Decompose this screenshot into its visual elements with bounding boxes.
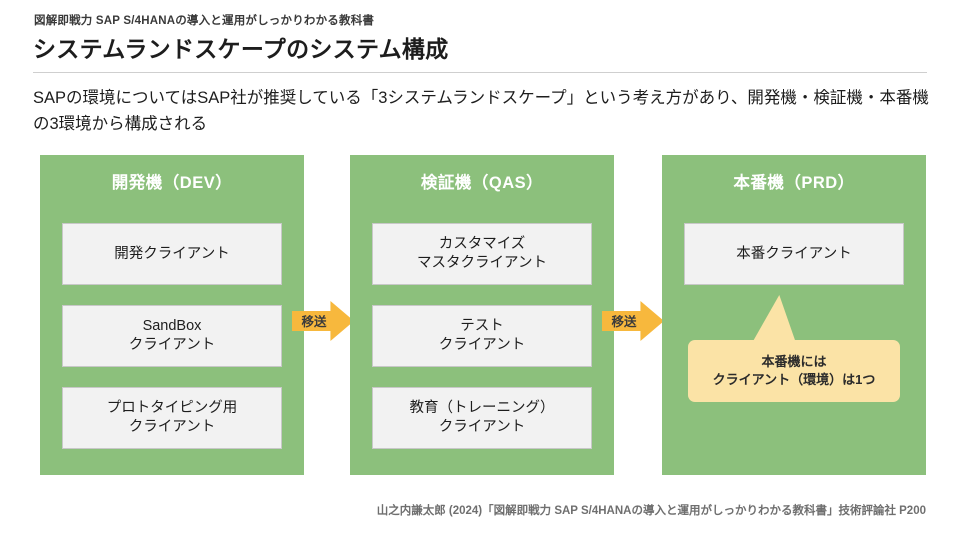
environment-qas: 検証機（QAS） カスタマイズ マスタクライアント テスト クライアント 教育（… [350, 155, 614, 475]
lead-paragraph: SAPの環境についてはSAP社が推奨している「3システムランドスケープ」という考… [33, 89, 929, 133]
client-box-qas-3: 教育（トレーニング） クライアント [372, 387, 592, 449]
client-box-dev-1: 開発クライアント [62, 223, 282, 285]
callout-note: 本番機には クライアント（環境）は1つ [688, 340, 900, 402]
transport-arrow-1-label: 移送 [301, 315, 327, 329]
page-title: システムランドスケープのシステム構成 [33, 36, 449, 62]
client-box-qas-3-label: 教育（トレーニング） クライアント [409, 400, 555, 435]
environment-dev-title: 開発機（DEV） [111, 174, 233, 192]
transport-arrow-1: 移送 [292, 295, 356, 347]
environment-dev: 開発機（DEV） 開発クライアント SandBox クライアント プロトタイピン… [40, 155, 304, 475]
transport-arrow-2-label: 移送 [611, 315, 637, 329]
environment-qas-title: 検証機（QAS） [420, 174, 544, 192]
transport-arrow-2: 移送 [602, 295, 666, 347]
environment-prd-title: 本番機（PRD） [733, 174, 855, 192]
client-box-dev-2-label: SandBox クライアント [128, 318, 216, 353]
client-box-qas-2: テスト クライアント [372, 305, 592, 367]
environment-prd: 本番機（PRD） 本番クライアント [662, 155, 926, 475]
client-box-dev-1-label: 開発クライアント [114, 245, 230, 262]
client-box-qas-1-label: カスタマイズ マスタクライアント [417, 236, 547, 271]
client-box-dev-3-label: プロトタイピング用 クライアント [106, 400, 238, 435]
client-box-qas-2-label: テスト クライアント [438, 318, 526, 353]
client-box-dev-3: プロトタイピング用 クライアント [62, 387, 282, 449]
client-box-qas-1: カスタマイズ マスタクライアント [372, 223, 592, 285]
source-citation: 山之内謙太郎 (2024)「図解即戦力 SAP S/4HANAの導入と運用がしっ… [376, 505, 926, 517]
client-box-dev-2: SandBox クライアント [62, 305, 282, 367]
client-box-prd-1: 本番クライアント [684, 223, 904, 285]
eyebrow-text: 図解即戦力 SAP S/4HANAの導入と運用がしっかりわかる教科書 [34, 15, 375, 27]
system-landscape-diagram: 開発機（DEV） 開発クライアント SandBox クライアント プロトタイピン… [0, 155, 960, 485]
title-divider [33, 72, 927, 73]
client-box-prd-1-label: 本番クライアント [736, 245, 852, 262]
callout-note-label: 本番機には クライアント（環境）は1つ [712, 354, 876, 387]
